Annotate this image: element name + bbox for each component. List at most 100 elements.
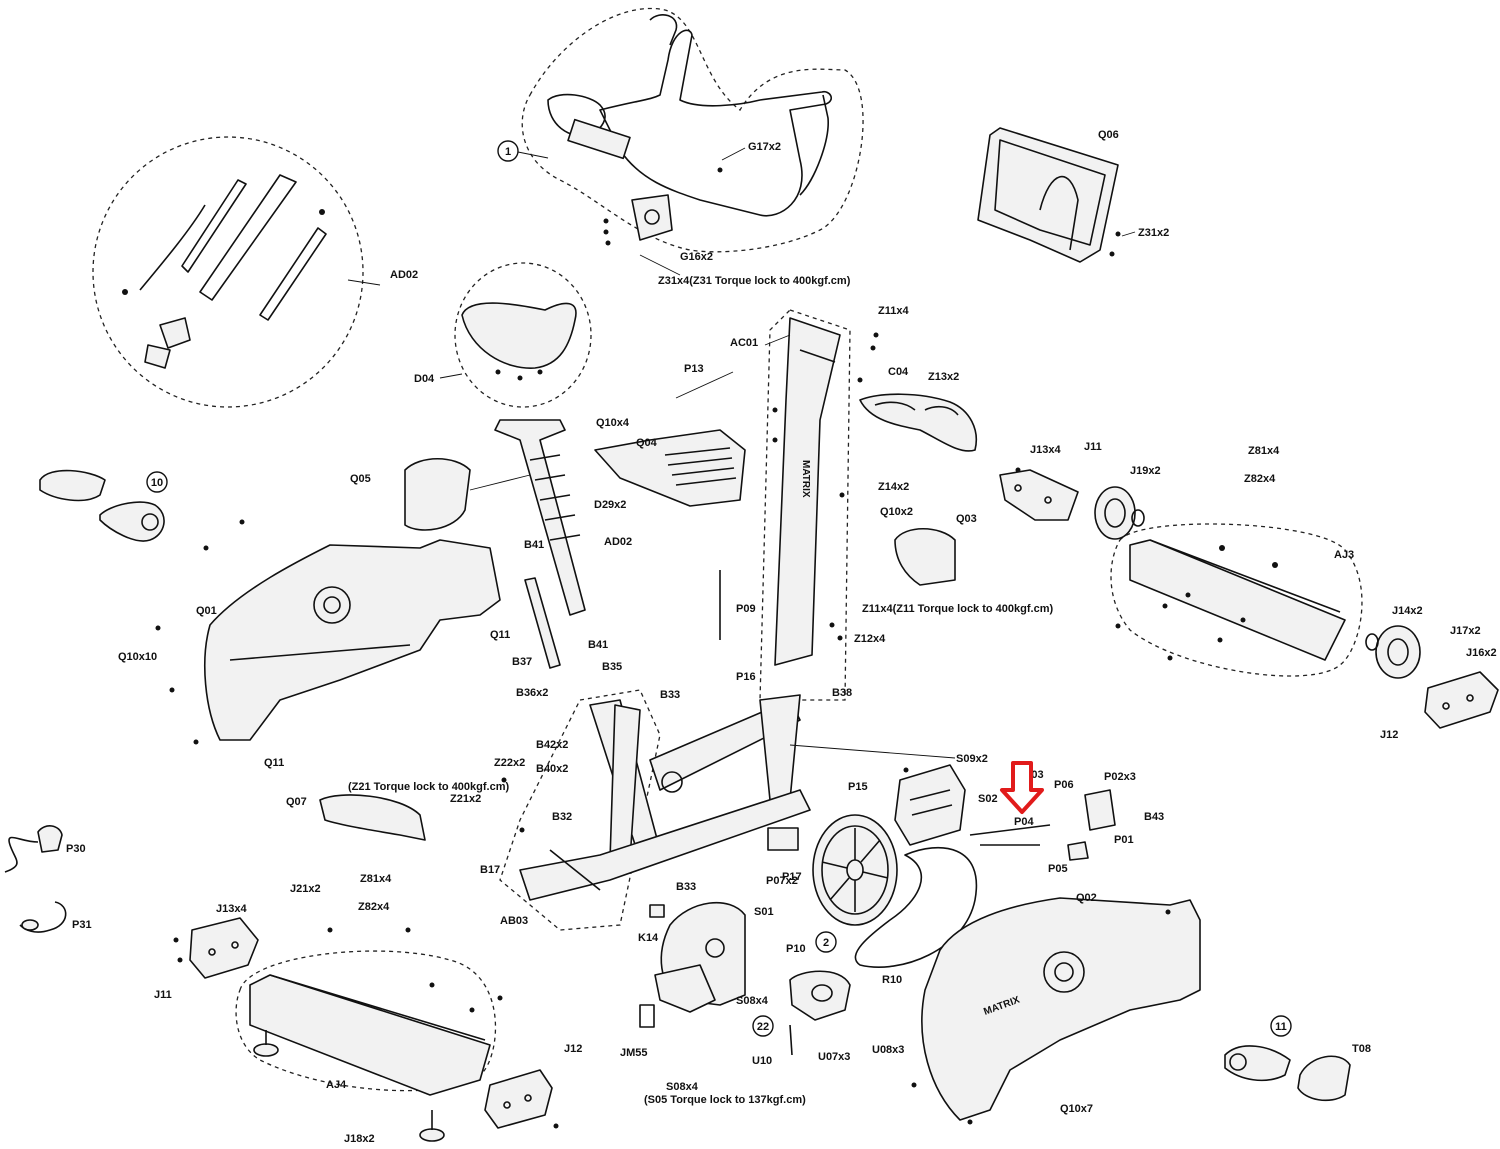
label-B37: B37 bbox=[512, 656, 532, 668]
part-P04-cable bbox=[969, 789, 1116, 861]
label-J21x2: J21x2 bbox=[290, 883, 321, 895]
callout-22: 22 bbox=[752, 1015, 774, 1037]
part-J12-right bbox=[1424, 671, 1499, 729]
part-main-frame bbox=[499, 689, 811, 931]
label-P31: P31 bbox=[72, 919, 92, 931]
label-P13: P13 bbox=[684, 363, 704, 375]
label-R10: R10 bbox=[882, 974, 902, 986]
label-U10: U10 bbox=[752, 1055, 772, 1067]
label-J18x2: J18x2 bbox=[344, 1133, 375, 1145]
label-Z81x4-right: Z81x4 bbox=[1248, 445, 1280, 457]
label-S01: S01 bbox=[754, 906, 774, 918]
callout-22-text: 22 bbox=[757, 1021, 769, 1033]
label-Q10x7: Q10x7 bbox=[1060, 1103, 1093, 1115]
label-B41-top: B41 bbox=[524, 539, 544, 551]
label-S09x2: S09x2 bbox=[956, 753, 988, 765]
label-Z11x4-note: Z11x4(Z11 Torque lock to 400kgf.cm) bbox=[862, 603, 1053, 615]
callout-10: 10 bbox=[146, 471, 168, 493]
label-J17x2: J17x2 bbox=[1450, 625, 1481, 637]
label-Z22x2: Z22x2 bbox=[494, 757, 525, 769]
part-seat-post bbox=[494, 419, 586, 616]
label-J11-right: J11 bbox=[1084, 441, 1102, 453]
label-U07x3: U07x3 bbox=[818, 1051, 850, 1063]
part-J12-left bbox=[484, 1069, 553, 1129]
label-S02: S02 bbox=[978, 793, 998, 805]
part-U-tensioner bbox=[789, 970, 851, 1056]
callout-11: 11 bbox=[1270, 1015, 1292, 1037]
label-G16x2: G16x2 bbox=[680, 251, 713, 263]
part-AC01-mast: MATRIX bbox=[759, 309, 879, 701]
callout-10-text: 10 bbox=[151, 477, 163, 489]
label-Z11x4: Z11x4 bbox=[878, 305, 909, 317]
part-Q07 bbox=[319, 794, 426, 841]
label-AD02-top: AD02 bbox=[390, 269, 418, 281]
label-Z12x4: Z12x4 bbox=[854, 633, 886, 645]
label-Z21x2: Z21x2 bbox=[450, 793, 481, 805]
part-flywheel bbox=[812, 814, 898, 926]
Q05-leader bbox=[469, 474, 531, 491]
part-P17 bbox=[767, 827, 799, 851]
part-Q06-bracket bbox=[977, 127, 1136, 263]
highlight-arrow-icon bbox=[1000, 761, 1044, 814]
label-J12-right: J12 bbox=[1380, 729, 1398, 741]
label-B32: B32 bbox=[552, 811, 572, 823]
label-Q11-bottom: Q11 bbox=[264, 757, 284, 769]
part-J11-right bbox=[999, 469, 1079, 521]
label-Q02: Q02 bbox=[1076, 892, 1097, 904]
label-J16x2: J16x2 bbox=[1466, 647, 1497, 659]
S09-leader bbox=[789, 744, 956, 759]
part-AJ3-stabilizer bbox=[1110, 523, 1363, 677]
part-left-pedal bbox=[39, 469, 165, 542]
label-Z14x2: Z14x2 bbox=[878, 481, 909, 493]
P13-wire bbox=[675, 371, 734, 399]
label-P01: P01 bbox=[1114, 834, 1134, 846]
label-J12-left: J12 bbox=[564, 1043, 582, 1055]
label-J13x4-left: J13x4 bbox=[216, 903, 247, 915]
label-P10: P10 bbox=[786, 943, 806, 955]
label-P06: P06 bbox=[1054, 779, 1074, 791]
callout-11-text: 11 bbox=[1275, 1021, 1287, 1033]
label-S08x4-a: S08x4 bbox=[736, 995, 769, 1007]
loose-screws bbox=[155, 467, 1171, 1129]
mast-brand-text: MATRIX bbox=[800, 460, 811, 498]
label-B40x2: B40x2 bbox=[536, 763, 568, 775]
label-S08x4-b: S08x4 bbox=[666, 1081, 699, 1093]
label-Q01: Q01 bbox=[196, 605, 217, 617]
part-AJ4-stabilizer bbox=[235, 950, 497, 1142]
label-J13x4-right: J13x4 bbox=[1030, 444, 1061, 456]
detail-AD02-circle bbox=[92, 136, 381, 408]
label-AJ4: AJ4 bbox=[326, 1079, 347, 1091]
part-S02-board bbox=[894, 764, 966, 846]
label-P17: P17 bbox=[782, 871, 802, 883]
label-Q04: Q04 bbox=[636, 437, 658, 449]
part-P30-adapter bbox=[4, 825, 63, 873]
part-J14-wheel bbox=[1365, 625, 1421, 679]
label-J14x2: J14x2 bbox=[1392, 605, 1423, 617]
part-C04 bbox=[859, 393, 977, 452]
part-B37-rack bbox=[524, 577, 561, 669]
label-AB03: AB03 bbox=[500, 915, 528, 927]
part-K14 bbox=[649, 904, 665, 918]
label-Q03: Q03 bbox=[956, 513, 977, 525]
label-G17x2: G17x2 bbox=[748, 141, 781, 153]
callout-1: 1 bbox=[497, 140, 549, 162]
handlebar-assembly bbox=[521, 7, 864, 276]
part-right-pedal bbox=[1224, 1045, 1351, 1102]
callout-1-text: 1 bbox=[505, 146, 511, 158]
part-P31-cable bbox=[19, 901, 67, 933]
label-B17: B17 bbox=[480, 864, 500, 876]
label-P02x3: P02x3 bbox=[1104, 771, 1136, 783]
label-Z81x4-left: Z81x4 bbox=[360, 873, 392, 885]
label-P07x2: P07x2 bbox=[766, 875, 798, 887]
label-Q10x4: Q10x4 bbox=[596, 417, 630, 429]
label-B33-top: B33 bbox=[660, 689, 680, 701]
label-P16: P16 bbox=[736, 671, 756, 683]
label-Z82x4-left: Z82x4 bbox=[358, 901, 390, 913]
label-J19x2: J19x2 bbox=[1130, 465, 1161, 477]
part-Q04 bbox=[594, 429, 746, 507]
label-Z13x2: Z13x2 bbox=[928, 371, 959, 383]
label-Q07: Q07 bbox=[286, 796, 307, 808]
label-Z82x4-right: Z82x4 bbox=[1244, 473, 1276, 485]
label-T08: T08 bbox=[1352, 1043, 1371, 1055]
